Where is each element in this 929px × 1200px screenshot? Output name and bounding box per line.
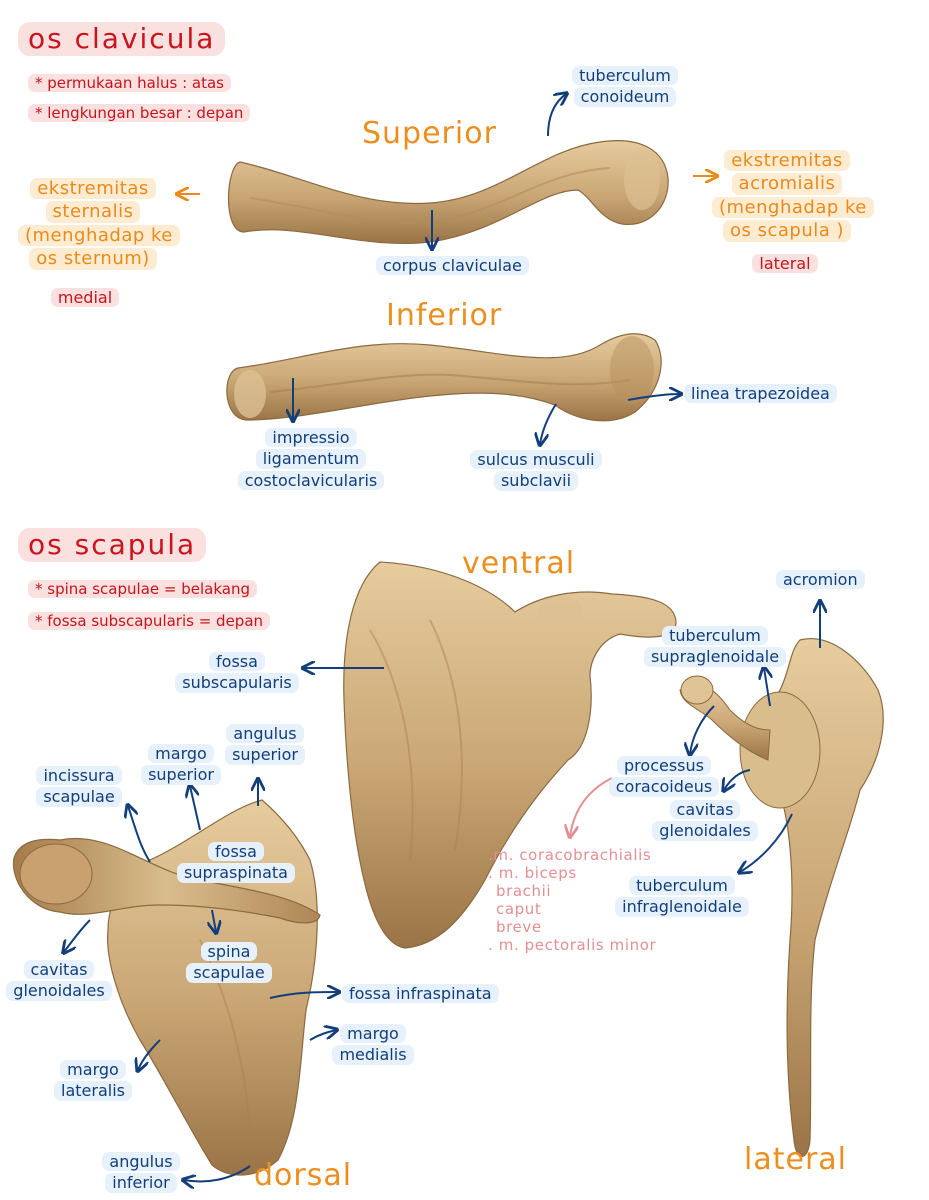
impressio-label: impressio ligamentum costoclavicularis (226, 428, 396, 492)
view-superior-label: Superior (362, 116, 497, 151)
scapula-ventral-bone (343, 561, 677, 949)
muscle-item: brachii (496, 882, 552, 900)
muscle-item: .m. coracobrachialis (488, 846, 652, 864)
angulus-superior-label: angulus superior (220, 724, 310, 767)
scapula-dorsal-bone (12, 799, 321, 1176)
acromial-end-label: ekstremitas acromialis (menghadap ke os … (712, 150, 874, 244)
margo-superior-label: margo superior (136, 744, 226, 787)
view-lateral-label: lateral (744, 1142, 847, 1177)
clavicle-inferior-bone (226, 333, 662, 422)
tuberculum-infraglenoidale-label: tuberculum infraglenoidale (602, 876, 762, 919)
linea-trapezoidea-label: linea trapezoidea (684, 384, 837, 404)
cavitas-glenoidales-lateral-label: cavitas glenoidales (650, 800, 760, 843)
clavicula-note-1: * permukaan halus : atas (28, 74, 231, 93)
fossa-infraspinata-label: fossa infraspinata (342, 984, 499, 1004)
sternal-end-label: ekstremitas sternalis (menghadap ke os s… (18, 178, 180, 272)
incissura-label: incissura scapulae (24, 766, 134, 809)
scapula-lateral-bone (679, 638, 884, 1158)
scapula-title: os scapula (18, 528, 207, 563)
view-inferior-label: Inferior (386, 298, 503, 333)
clavicle-superior-bone (228, 140, 669, 245)
margo-lateralis-label: margo lateralis (38, 1060, 148, 1103)
cavitas-glenoidales-dorsal-label: cavitas glenoidales (4, 960, 114, 1003)
acromion-label: acromion (776, 570, 865, 590)
spina-scapulae-label: spina scapulae (184, 942, 274, 985)
clavicula-note-2: * lengkungan besar : depan (28, 104, 251, 123)
view-ventral-label: ventral (462, 546, 576, 581)
scapula-note-2: * fossa subscapularis = depan (28, 612, 271, 631)
clavicula-title: os clavicula (18, 22, 226, 57)
muscle-item: . m. biceps (488, 864, 577, 882)
fossa-subscapularis-label: fossa subscapularis (172, 652, 302, 695)
scapula-note-1: * spina scapulae = belakang (28, 580, 257, 599)
lateral-side-label: lateral (730, 254, 840, 274)
medial-label: medial (30, 288, 140, 308)
fossa-supraspinata-label: fossa supraspinata (176, 842, 296, 885)
processus-coracoideus-label: processus coracoideus (604, 756, 724, 799)
sulcus-label: sulcus musculi subclavii (456, 450, 616, 493)
orange-arrows (178, 176, 716, 194)
angulus-inferior-label: angulus inferior (96, 1152, 186, 1195)
blue-arrows (64, 94, 820, 1181)
tuberculum-supraglenoidale-label: tuberculum supraglenoidale (640, 626, 790, 669)
muscle-item: caput (496, 900, 542, 918)
view-dorsal-label: dorsal (254, 1158, 353, 1193)
margo-medialis-label: margo medialis (328, 1024, 418, 1067)
tuberculum-conoideum-label: tuberculum conoideum (550, 66, 700, 109)
corpus-claviculae-label: corpus claviculae (376, 256, 529, 276)
muscle-arrow (570, 777, 613, 836)
muscle-item: . m. pectoralis minor (488, 936, 657, 954)
muscle-item: breve (496, 918, 542, 936)
muscle-attachments-list: .m. coracobrachialis . m. biceps brachii… (488, 846, 656, 954)
